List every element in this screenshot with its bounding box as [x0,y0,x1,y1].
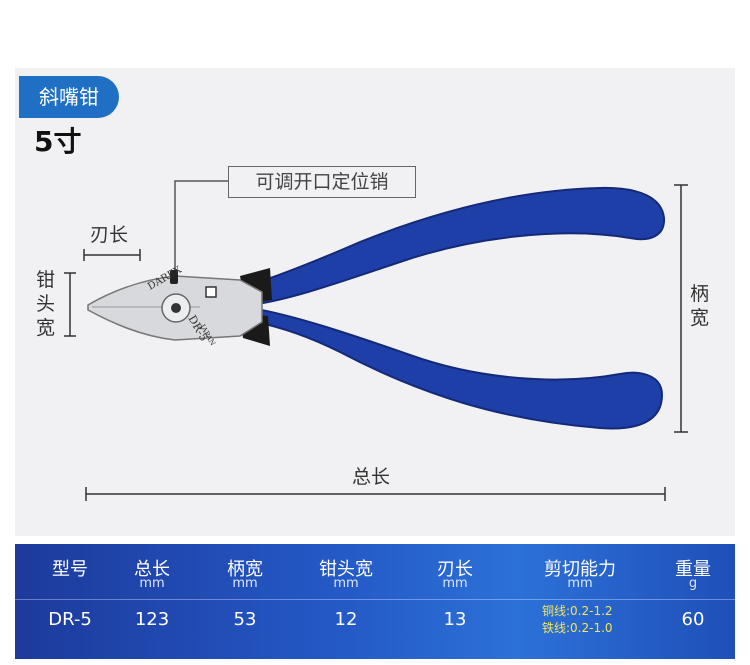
mini-logo-icon [205,286,217,298]
value-handle-width: 53 [233,609,257,630]
col-header-weight: 重量 [675,559,711,580]
table-divider [15,599,735,600]
category-tag: 斜嘴钳 [19,76,119,118]
value-capacity-copper: 铜线:0.2-1.2 [542,604,613,618]
col-unit-handle-width: mm [232,576,258,591]
col-header-head-width: 钳头宽 [319,559,373,580]
col-unit-blade-length: mm [442,576,468,591]
value-weight: 60 [681,609,705,630]
size-label: 5寸 [34,125,82,158]
col-unit-capacity: mm [567,576,593,591]
col-header-handle-width: 柄宽 [227,559,263,580]
value-total-length: 123 [134,609,170,630]
pliers-illustration: DAREX DR-5 JAPAN [64,180,688,501]
col-header-capacity: 剪切能力 [544,559,616,580]
handle-width-label: 柄宽 [690,283,710,329]
col-unit-head-width: mm [333,576,359,591]
col-header-model: 型号 [52,559,88,580]
upper-handle [229,186,666,307]
lower-handle [228,306,664,430]
blade-length-label: 刃长 [90,224,129,246]
positioning-pin [170,270,178,284]
value-blade-length: 13 [443,609,467,630]
value-head-width: 12 [334,609,358,630]
positioning-pin-callout: 可调开口定位销 [228,166,416,198]
spec-table [15,544,735,659]
head-width-label: 钳头宽 [36,269,56,339]
value-capacity-iron: 铁线:0.2-1.0 [542,621,613,635]
col-header-blade-length: 刃长 [437,559,473,580]
col-header-total-length: 总长 [134,559,170,580]
value-model: DR-5 [48,609,92,630]
total-length-label: 总长 [352,466,391,488]
col-unit-weight: g [688,576,698,591]
callout-leader-line [174,180,228,275]
col-unit-total-length: mm [139,576,165,591]
